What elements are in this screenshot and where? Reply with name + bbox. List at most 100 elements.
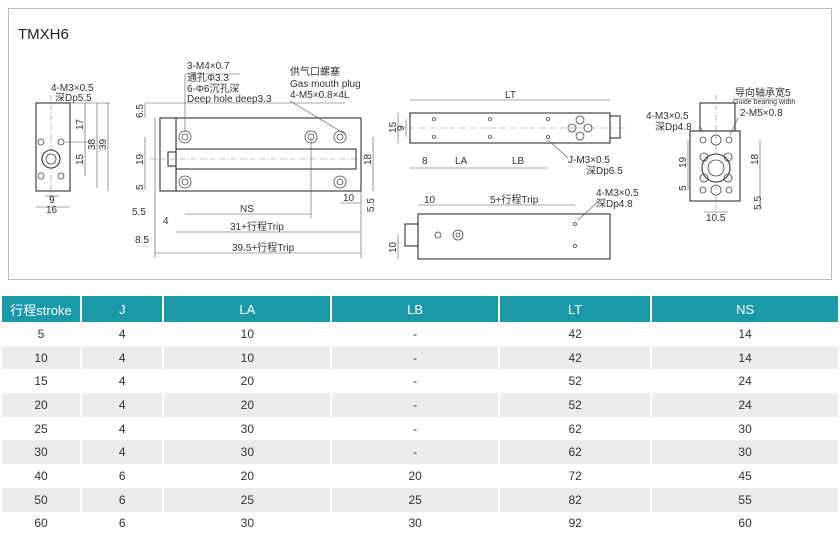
- cell-j: 6: [82, 464, 162, 488]
- cell-j: 4: [82, 369, 162, 393]
- top-tap-label: J-M3×0.5: [568, 155, 610, 166]
- cell-lb: 30: [332, 512, 498, 535]
- cell-lt: 82: [500, 488, 650, 512]
- header-stroke: 行程stroke: [2, 296, 80, 322]
- cell-ns: 55: [652, 488, 838, 512]
- header-la: LA: [164, 296, 330, 322]
- end-tap-label: 4-M3×0.5: [646, 111, 689, 122]
- cell-lt: 62: [500, 440, 650, 464]
- technical-drawing: 4-M3×0.5 深Dp5.5 17 15 38 39 9 16 3-M4×0.…: [0, 0, 840, 285]
- dim-10-5: 10.5: [706, 213, 726, 224]
- cell-lt: 72: [500, 464, 650, 488]
- cell-j: 4: [82, 346, 162, 370]
- cell-lb: -: [332, 346, 498, 370]
- end-view: 导向轴承宽5 Guide bearing width 4-M3×0.5 深Dp4…: [646, 86, 795, 224]
- side-depth-label: 深Dp5.5: [55, 92, 92, 104]
- cell-la: 30: [164, 512, 330, 535]
- dim-19: 19: [678, 156, 689, 168]
- cell-stroke: 5: [2, 322, 80, 346]
- plug-cn-label: 供气口螺塞: [290, 65, 340, 78]
- dim-39-5-trip: 39.5+行程Trip: [232, 241, 295, 254]
- cell-lb: -: [332, 393, 498, 417]
- dim-5-5-right: 5.5: [366, 198, 377, 212]
- dim-18: 18: [750, 153, 761, 165]
- plug-spec-label: 4-M5×0.8×4L: [290, 90, 350, 101]
- bottom-depth-label: 深Dp4.8: [596, 198, 633, 210]
- dim-10-vertical: 10: [388, 241, 399, 253]
- cell-stroke: 30: [2, 440, 80, 464]
- cell-lt: 42: [500, 322, 650, 346]
- end-tap2-label: 2-M5×0.8: [740, 108, 783, 119]
- cell-la: 20: [164, 393, 330, 417]
- dim-8-5: 8.5: [135, 235, 149, 246]
- guide-bearing-cn-label: 导向轴承宽5: [735, 86, 791, 99]
- dim-10: 10: [424, 195, 436, 206]
- dim-lt: LT: [505, 90, 516, 101]
- cell-lb: -: [332, 322, 498, 346]
- cell-la: 10: [164, 322, 330, 346]
- header-j: J: [82, 296, 162, 322]
- bottom-tap-label: 4-M3×0.5: [596, 188, 639, 199]
- cell-stroke: 40: [2, 464, 80, 488]
- dim-5-5-left: 5.5: [132, 207, 146, 218]
- front-tap-label: 3-M4×0.7: [187, 61, 230, 72]
- cell-stroke: 25: [2, 417, 80, 441]
- cell-la: 10: [164, 346, 330, 370]
- dim-la: LA: [455, 156, 468, 167]
- cell-la: 20: [164, 464, 330, 488]
- cell-ns: 24: [652, 393, 838, 417]
- cell-lt: 92: [500, 512, 650, 535]
- top-depth-label: 深Dp6.5: [586, 165, 623, 177]
- through-hole-label: 通孔Φ3.3: [187, 72, 229, 84]
- dim-10: 10: [343, 193, 355, 204]
- header-lt: LT: [500, 296, 650, 322]
- front-view: 3-M4×0.7 通孔Φ3.3 6-Φ6沉孔深 Deep hole deep3.…: [132, 61, 377, 258]
- cell-ns: 14: [652, 322, 838, 346]
- cell-ns: 24: [652, 369, 838, 393]
- dim-8: 8: [422, 156, 428, 167]
- cell-lt: 62: [500, 417, 650, 441]
- top-view: LT 15 9 8 LA LB J-M3×0.5 深Dp6.5: [388, 90, 625, 177]
- cell-lt: 42: [500, 346, 650, 370]
- dim-5-trip: 5+行程Trip: [490, 193, 539, 206]
- cell-lb: -: [332, 417, 498, 441]
- dim-17: 17: [75, 118, 86, 130]
- cell-lt: 52: [500, 393, 650, 417]
- dim-5-5: 5.5: [753, 196, 764, 210]
- dim-ns: NS: [240, 204, 254, 215]
- cell-la: 30: [164, 417, 330, 441]
- cell-lb: -: [332, 369, 498, 393]
- cell-j: 6: [82, 488, 162, 512]
- header-ns: NS: [652, 296, 838, 322]
- bottom-view: 10 5+行程Trip 4-M3×0.5 深Dp4.8 10: [388, 188, 639, 259]
- cell-la: 25: [164, 488, 330, 512]
- cell-stroke: 10: [2, 346, 80, 370]
- dim-5: 5: [135, 184, 146, 190]
- dim-19: 19: [135, 153, 146, 165]
- cell-ns: 30: [652, 440, 838, 464]
- plug-en-label: Gas mouth plug: [290, 79, 361, 90]
- cell-j: 4: [82, 440, 162, 464]
- cell-ns: 14: [652, 346, 838, 370]
- dim-38: 38: [87, 138, 98, 150]
- deep-hole-label: Deep hole deep3.3: [187, 94, 272, 105]
- side-view: 4-M3×0.5 深Dp5.5 17 15 38 39 9 16: [36, 83, 110, 216]
- cell-j: 6: [82, 512, 162, 535]
- dim-18: 18: [363, 153, 374, 165]
- cell-j: 4: [82, 322, 162, 346]
- cell-la: 20: [164, 369, 330, 393]
- cell-stroke: 20: [2, 393, 80, 417]
- guide-bearing-en-label: Guide bearing width: [733, 99, 795, 106]
- cell-stroke: 60: [2, 512, 80, 535]
- cell-ns: 45: [652, 464, 838, 488]
- cell-ns: 60: [652, 512, 838, 535]
- dim-lb: LB: [512, 156, 525, 167]
